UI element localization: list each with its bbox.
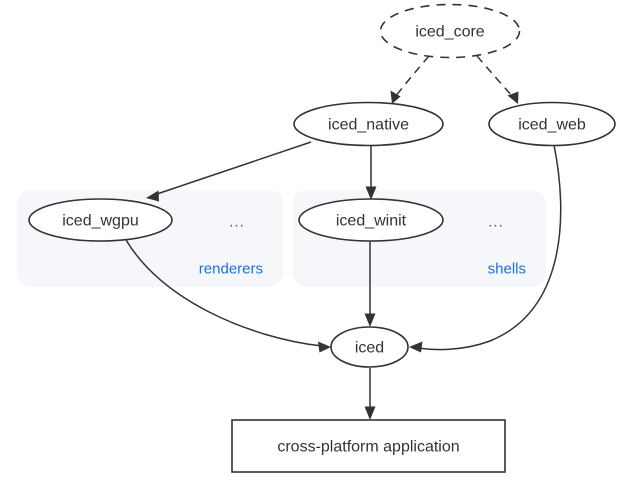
node-iced-label: iced <box>355 340 384 357</box>
group-renderers-label: renderers <box>199 261 263 278</box>
edge-iced_web-to-iced <box>409 144 562 353</box>
group-shells-ellipsis: ... <box>488 214 504 231</box>
node-application[interactable]: cross-platform application <box>231 419 506 473</box>
edge-iced_native-to-iced_winit <box>365 146 377 200</box>
edge-iced_wgpu-to-iced <box>124 237 331 353</box>
arrowhead-icon <box>409 341 423 353</box>
group-shells-label: shells <box>488 261 526 278</box>
node-iced_winit-shape[interactable] <box>298 198 444 242</box>
node-iced_wgpu-shape[interactable] <box>28 198 173 242</box>
edge-path <box>124 237 323 347</box>
node-iced_core[interactable]: iced_core <box>379 3 521 59</box>
node-iced[interactable]: iced <box>330 326 409 368</box>
arrowhead-icon <box>364 313 376 327</box>
node-iced_native[interactable]: iced_native <box>293 101 444 147</box>
arrowhead-icon <box>318 341 331 353</box>
node-iced_web-shape[interactable] <box>488 101 616 147</box>
edge-iced-to-application <box>364 368 376 420</box>
node-iced_winit-label: iced_winit <box>336 213 407 230</box>
node-iced_web-label: iced_web <box>518 117 586 134</box>
arrowhead-icon <box>390 90 401 104</box>
edge-path <box>153 141 312 196</box>
node-iced_core-label: iced_core <box>415 24 484 41</box>
edge-path <box>394 55 430 98</box>
arrowhead-icon <box>146 190 159 202</box>
node-iced_core-shape[interactable] <box>379 3 521 59</box>
node-application-shape[interactable] <box>231 419 506 473</box>
edge-iced_winit-to-iced <box>364 241 376 327</box>
edge-path <box>417 144 562 351</box>
arrowhead-icon <box>507 91 519 104</box>
node-iced_web[interactable]: iced_web <box>488 101 616 147</box>
edge-path <box>476 55 514 98</box>
node-iced_native-shape[interactable] <box>293 101 444 147</box>
edge-iced_core-to-iced_web <box>476 55 519 104</box>
node-iced_wgpu-label: iced_wgpu <box>62 213 139 230</box>
node-application-label: cross-platform application <box>277 439 459 456</box>
arrowhead-icon <box>364 406 376 420</box>
node-iced-shape[interactable] <box>330 326 409 368</box>
group-renderers-ellipsis: ... <box>229 214 245 231</box>
node-iced_winit[interactable]: iced_winit <box>298 198 444 242</box>
arrowhead-icon <box>365 186 377 200</box>
node-iced_wgpu[interactable]: iced_wgpu <box>28 198 173 242</box>
edge-iced_native-to-iced_wgpu <box>146 141 312 202</box>
node-iced_native-label: iced_native <box>328 117 409 134</box>
edge-iced_core-to-iced_native <box>390 55 430 104</box>
